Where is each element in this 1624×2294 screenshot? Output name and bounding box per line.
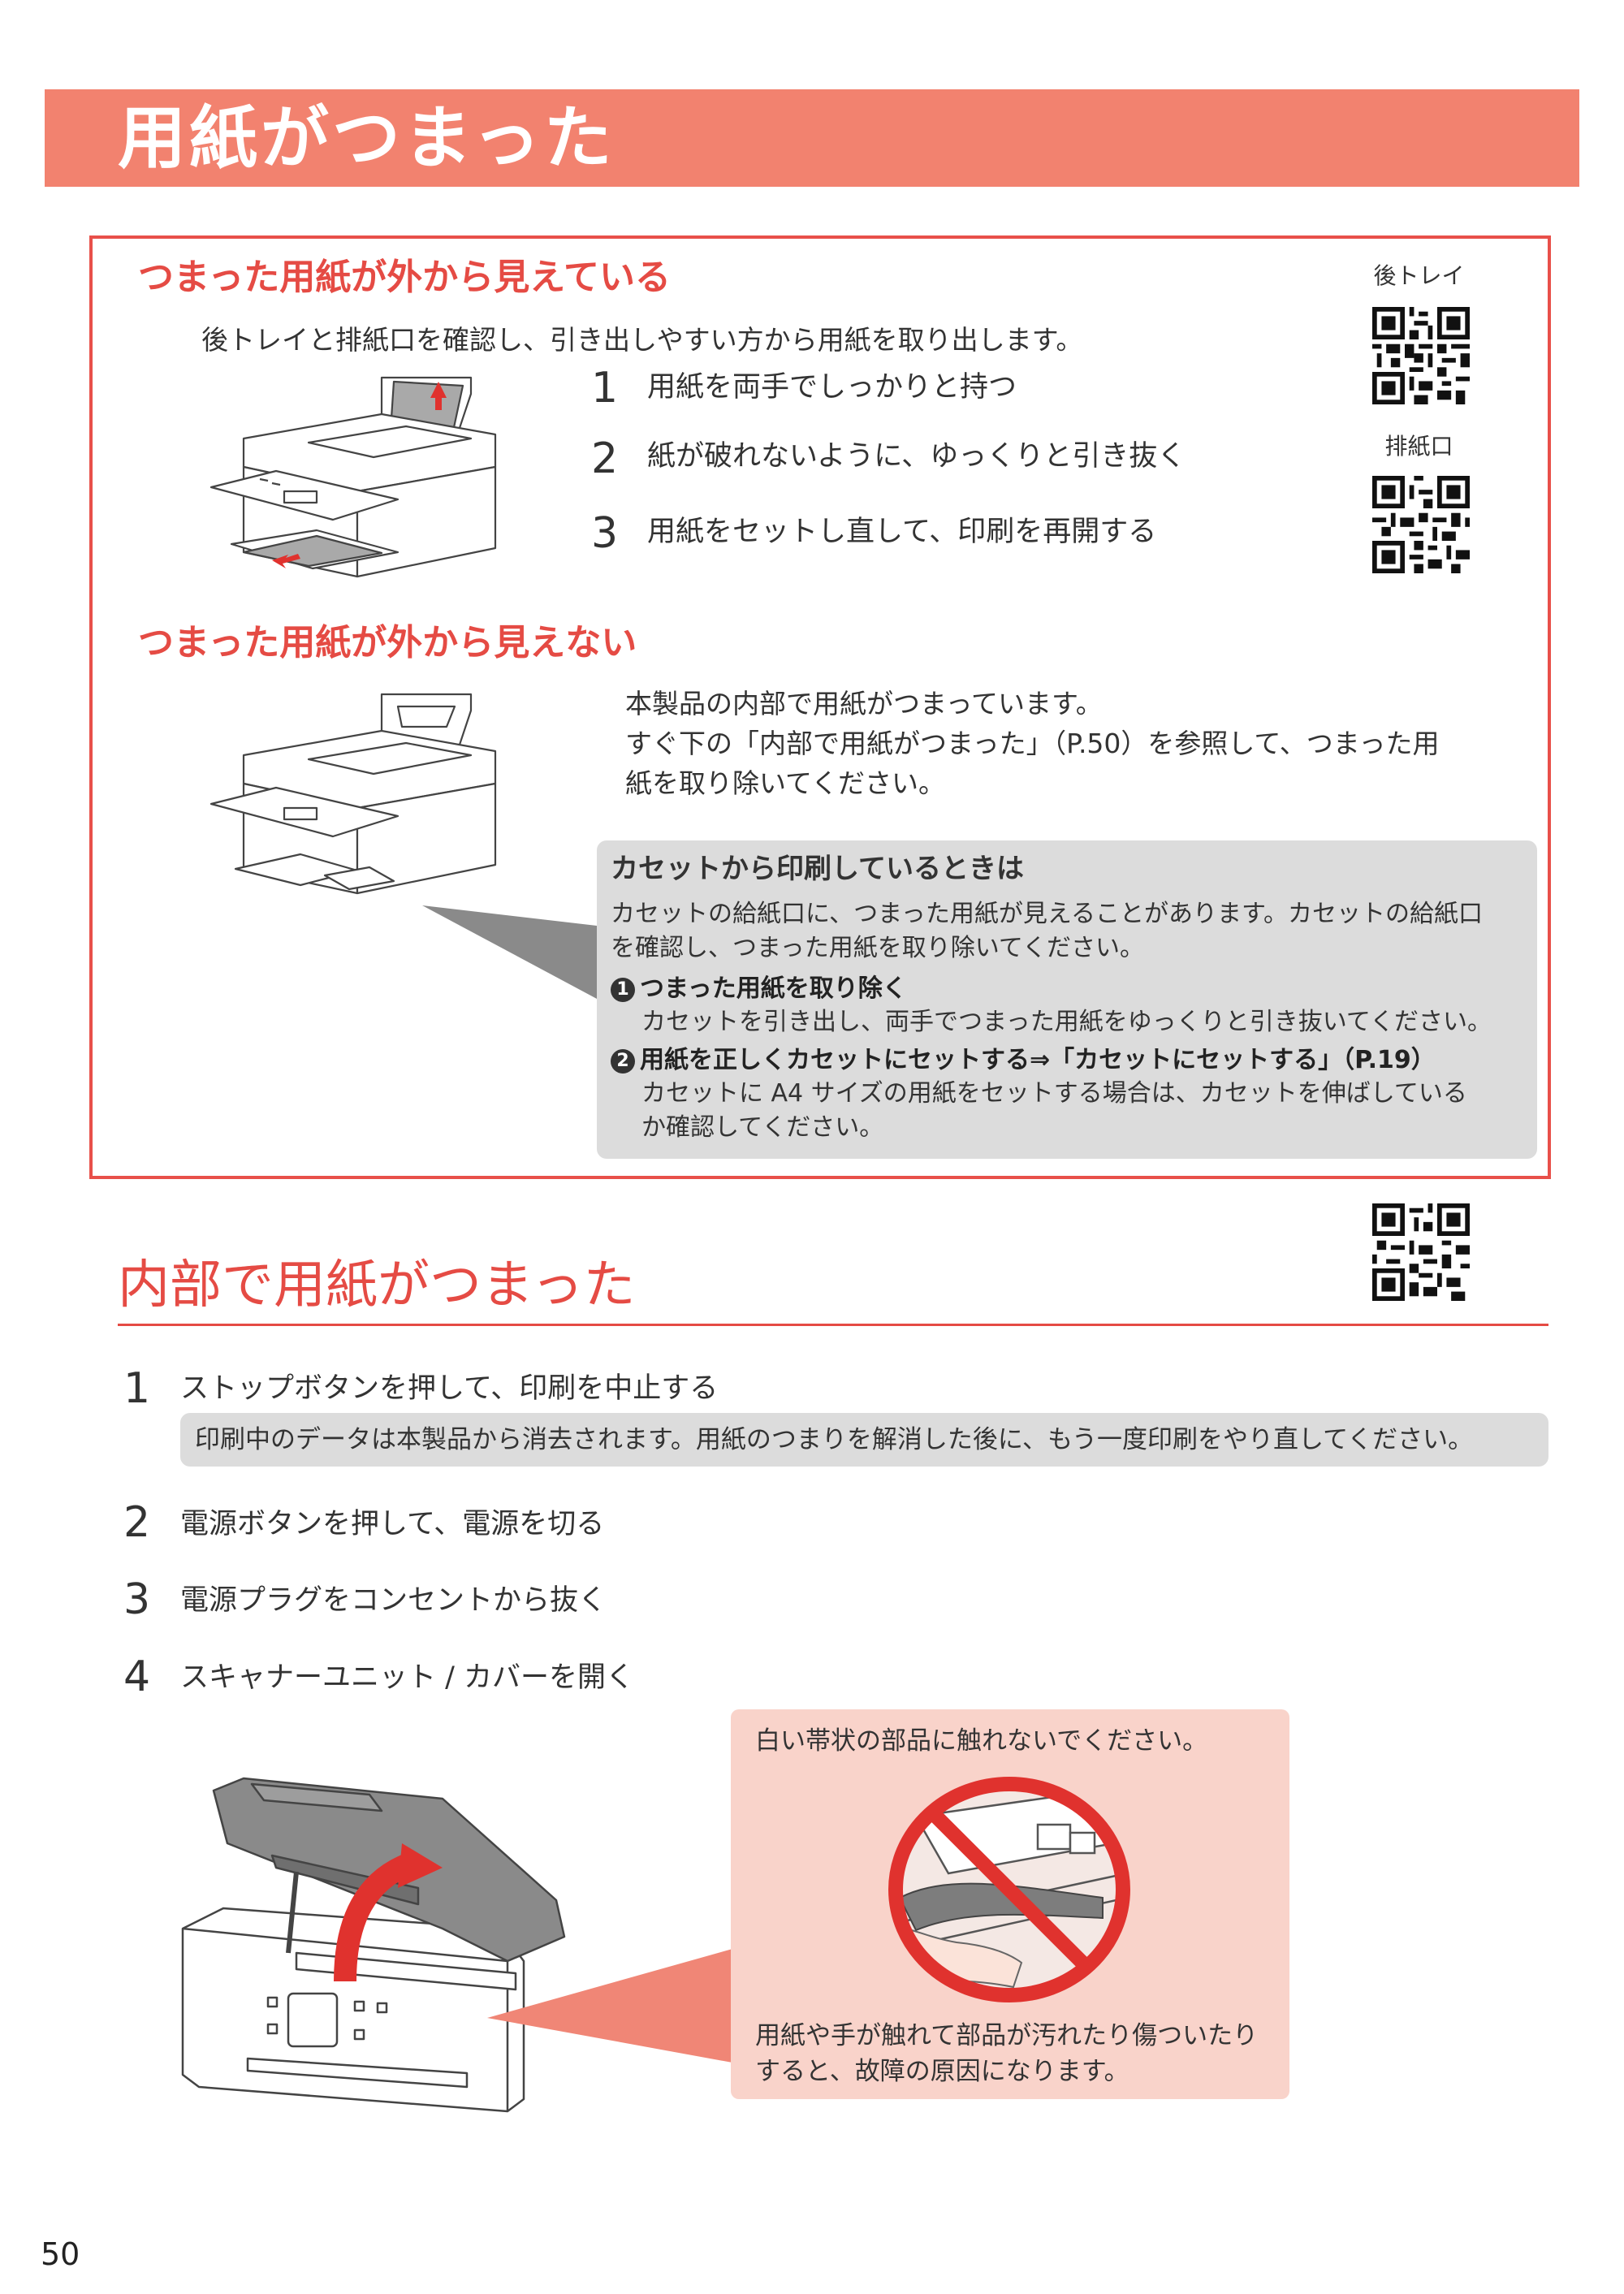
qr-code-icon[interactable] bbox=[1372, 307, 1470, 404]
cassette-note-box bbox=[597, 840, 1537, 1159]
circled-number-2-icon: 2 bbox=[611, 1048, 635, 1074]
visible-step-number: 1 bbox=[591, 364, 619, 413]
inner-step-text: スキャナーユニット / カバーを開く bbox=[180, 1661, 635, 1694]
cassette-item-2-line: か確認してください。 bbox=[641, 1113, 884, 1142]
title-band bbox=[45, 89, 1579, 187]
cassette-note-title: カセットから印刷しているときは bbox=[611, 853, 1024, 885]
invisible-jam-line: 本製品の内部で用紙がつまっています。 bbox=[625, 688, 1103, 719]
invisible-jam-heading: つまった用紙が外から見えない bbox=[138, 622, 637, 663]
visible-step-text: 用紙を両手でしっかりと持つ bbox=[647, 371, 1017, 404]
inner-step-text: ストップボタンを押して、印刷を中止する bbox=[180, 1372, 719, 1405]
inner-step-number: 3 bbox=[123, 1575, 151, 1624]
warning-detail-line: すると、故障の原因になります。 bbox=[755, 2057, 1129, 2086]
visible-step-text: 用紙をセットし直して、印刷を再開する bbox=[647, 516, 1157, 548]
cassette-note-line: を確認し、つまった用紙を取り除いてください。 bbox=[611, 934, 1144, 962]
inner-note-box bbox=[180, 1413, 1548, 1467]
printer-open-scanner-illustration bbox=[181, 1777, 566, 2113]
qr-code-icon[interactable] bbox=[1372, 1203, 1470, 1301]
circled-number-1-icon: 1 bbox=[611, 977, 635, 1002]
inner-note-text: 印刷中のデータは本製品から消去されます。用紙のつまりを解消した後に、もう一度印刷… bbox=[195, 1425, 1474, 1454]
qr-rear-tray-label: 後トレイ bbox=[1373, 262, 1465, 289]
page-title: 用紙がつまった bbox=[118, 98, 615, 178]
printer-jam-visible-illustration bbox=[209, 376, 497, 578]
visible-jam-heading: つまった用紙が外から見えている bbox=[138, 257, 672, 298]
visible-step-number: 3 bbox=[591, 509, 619, 558]
qr-code-icon[interactable] bbox=[1372, 476, 1470, 573]
cassette-note-line: カセットの給紙口に、つまった用紙が見えることがあります。カセットの給紙口 bbox=[611, 900, 1483, 928]
inner-step-number: 4 bbox=[123, 1652, 151, 1701]
jam-info-box bbox=[89, 235, 1551, 1179]
visible-jam-intro: 後トレイと排紙口を確認し、引き出しやすい方から用紙を取り出します。 bbox=[201, 324, 1083, 356]
heading-rule bbox=[118, 1324, 1548, 1326]
callout-pointer bbox=[422, 905, 597, 999]
warning-callout-pointer bbox=[487, 1949, 732, 2063]
warning-detail-line: 用紙や手が触れて部品が汚れたり傷ついたり bbox=[755, 2021, 1259, 2050]
invisible-jam-line: 紙を取り除いてください。 bbox=[625, 767, 946, 799]
no-touch-icon bbox=[888, 1777, 1130, 2002]
inner-step-text: 電源ボタンを押して、電源を切る bbox=[180, 1508, 605, 1540]
cassette-item-2-line: カセットに A4 サイズの用紙をセットする場合は、カセットを伸ばしている bbox=[641, 1079, 1467, 1108]
inner-step-number: 1 bbox=[123, 1364, 151, 1413]
invisible-jam-line: すぐ下の「内部で用紙がつまった」（P.50）を参照して、つまった用 bbox=[625, 728, 1440, 759]
qr-outlet-label: 排紙口 bbox=[1384, 433, 1453, 460]
cassette-item-1-text: カセットを引き出し、両手でつまった用紙をゆっくりと引き抜いてください。 bbox=[641, 1008, 1492, 1036]
inner-jam-heading: 内部で用紙がつまった bbox=[118, 1255, 636, 1315]
printer-jam-hidden-illustration bbox=[209, 693, 497, 895]
visible-step-text: 紙が破れないように、ゆっくりと引き抜く bbox=[647, 440, 1186, 473]
inner-step-number: 2 bbox=[123, 1498, 151, 1547]
page-number: 50 bbox=[41, 2236, 80, 2272]
inner-step-text: 電源プラグをコンセントから抜く bbox=[180, 1584, 607, 1617]
visible-step-number: 2 bbox=[591, 434, 619, 483]
warning-title: 白い帯状の部品に触れないでください。 bbox=[755, 1726, 1208, 1756]
